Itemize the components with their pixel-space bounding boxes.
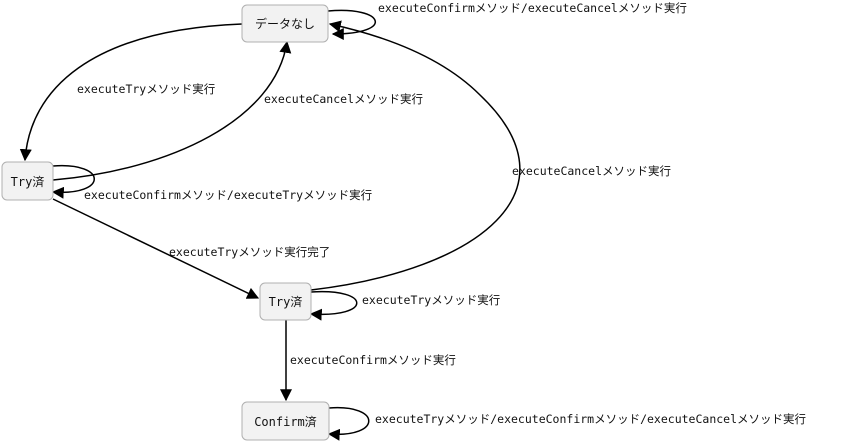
state-confirm-done: Confirm済 — [241, 401, 330, 441]
label-try1-self: executeConfirmメソッド/executeTryメソッド実行 — [84, 188, 372, 202]
label-try2-self: executeTryメソッド実行 — [362, 293, 500, 307]
edge-try1-to-try2 — [52, 198, 260, 299]
edge-try1-self — [51, 164, 95, 199]
state-no-data-label: データなし — [255, 16, 315, 31]
label-try2-to-no-data: executeCancelメソッド実行 — [512, 164, 671, 178]
label-confirm-self: executeTryメソッド/executeConfirmメソッド/execut… — [375, 412, 806, 426]
state-confirm-done-label: Confirm済 — [254, 414, 317, 429]
edge-try2-self — [309, 290, 358, 321]
edge-try2-to-no-data — [310, 20, 521, 291]
state-try-done-2: Try済 — [259, 282, 312, 321]
label-try2-to-confirm: executeConfirmメソッド実行 — [290, 353, 456, 367]
label-no-data-to-try1: executeTryメソッド実行 — [77, 82, 215, 96]
label-no-data-self: executeConfirmメソッド/executeCancelメソッド実行 — [378, 1, 687, 15]
state-no-data: データなし — [241, 4, 329, 43]
label-try1-to-try2: executeTryメソッド実行完了 — [169, 245, 330, 259]
edge-no-data-to-try1 — [19, 23, 243, 162]
state-try-done-2-label: Try済 — [269, 294, 303, 309]
label-try1-to-no-data: executeCancelメソッド実行 — [264, 92, 423, 106]
edge-try1-to-no-data — [52, 40, 292, 181]
edge-no-data-self — [327, 9, 377, 40]
edge-confirm-self — [327, 406, 370, 441]
state-try-done-1: Try済 — [1, 161, 54, 201]
state-try-done-1-label: Try済 — [11, 174, 45, 189]
